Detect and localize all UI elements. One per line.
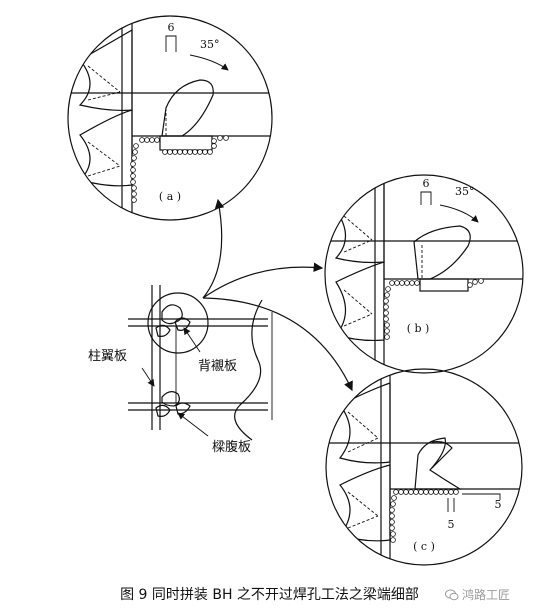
arrow-to-detail-b [202,262,324,299]
break-line [234,299,263,441]
arrow-to-detail-c [202,297,353,392]
detail-a: 6 35° ( a ) [67,15,273,221]
overview-detail-circle [147,292,209,354]
callout-arrows [202,198,353,392]
watermark: 鸿路工匠 [445,586,510,603]
label-backing-plate: 背襯板 [198,358,237,374]
label-beam-web: 樑腹板 [212,439,251,455]
detail-b-angle-dim: 35° [455,185,475,198]
overview-joint [128,285,273,441]
detail-b-gap-dim: 6 [423,177,430,190]
detail-c-circle [325,368,523,566]
detail-c-vertical-dim: 5 [448,518,455,531]
detail-a-circle [67,15,273,221]
watermark-text: 鸿路工匠 [462,588,511,602]
detail-a-tag: ( a ) [159,190,181,203]
detail-b-tag: ( b ) [407,322,430,335]
figure-caption: 图 9 同时拼装 BH 之不开过焊孔工法之梁端细部 [120,587,419,603]
detail-c-tag: ( c ) [413,540,435,553]
weld-beads-a [130,135,229,203]
detail-b-circle [324,174,524,374]
label-column-flange: 柱翼板 [88,349,127,364]
weld-beads-b [383,278,484,340]
arrow-to-detail-a [202,198,225,299]
detail-a-gap-dim: 6 [168,21,175,34]
detail-b: 6 35° ( b ) [324,174,524,374]
detail-c: 5 5 ( c ) [325,368,523,566]
wechat-logo-icon [445,589,459,600]
detail-c-horizontal-dim: 5 [495,498,502,511]
detail-a-angle-dim: 35° [200,38,220,51]
weld-beads-c [389,489,459,543]
